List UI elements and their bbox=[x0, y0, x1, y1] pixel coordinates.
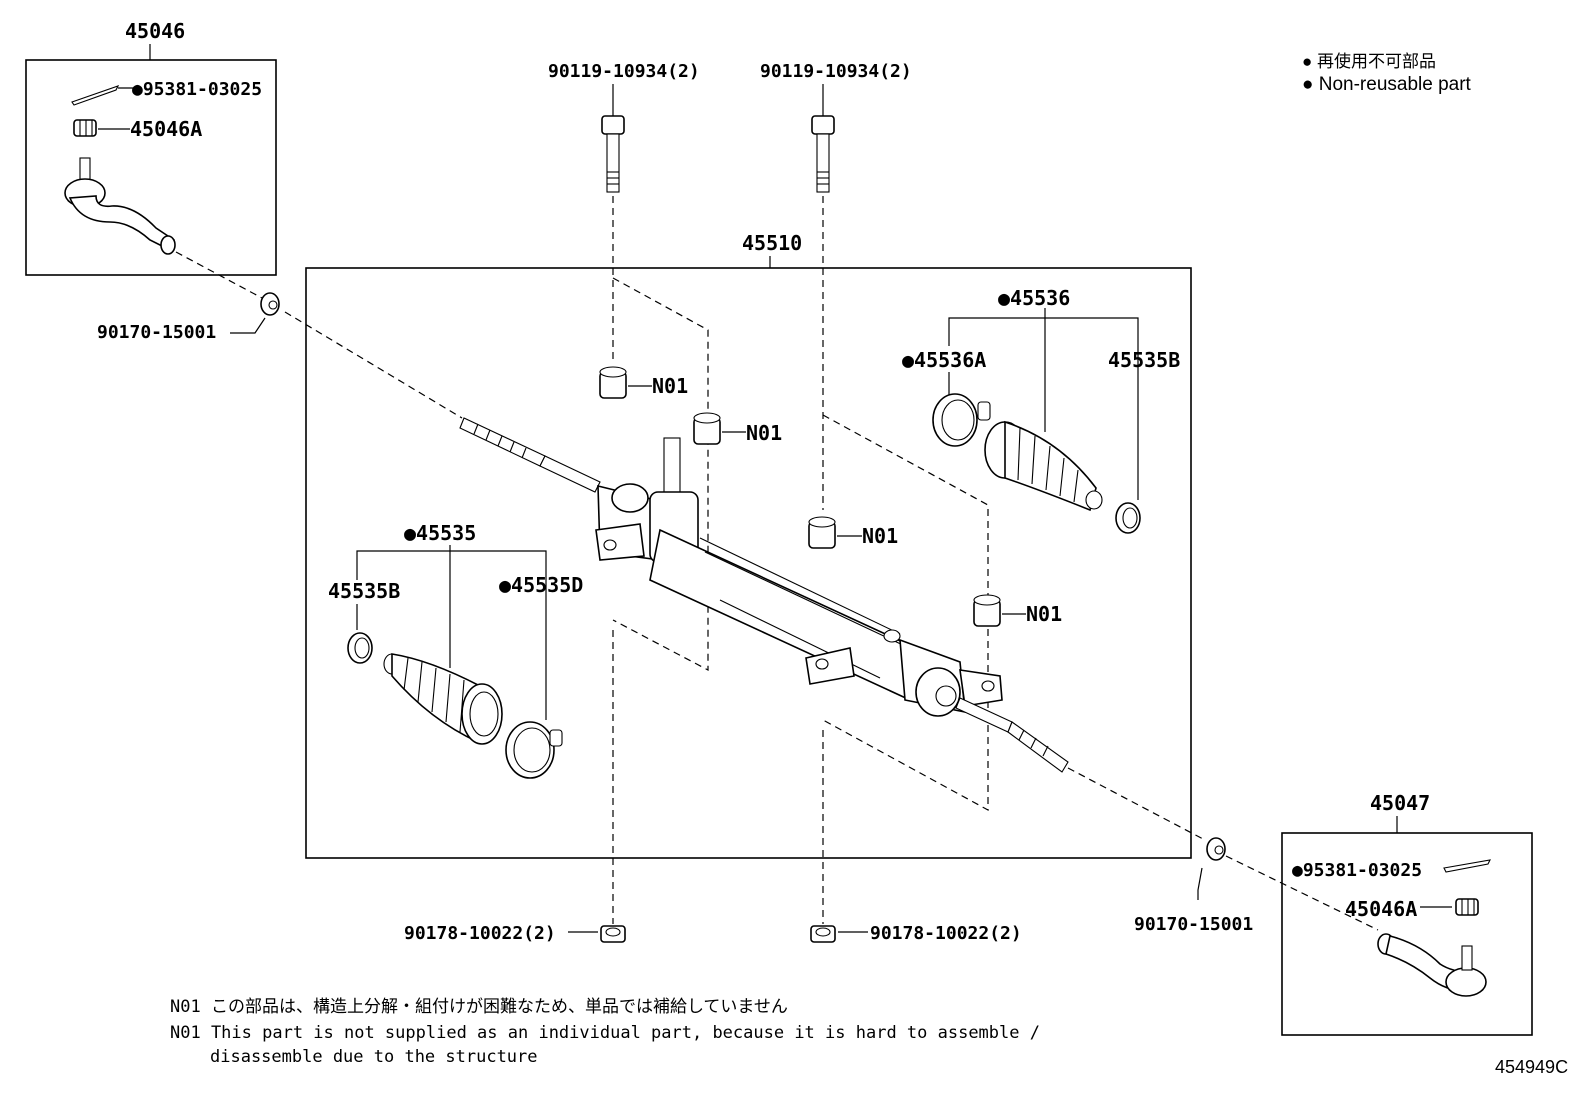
label-n01-d: N01 bbox=[1026, 602, 1062, 626]
label-nut-left: 90178-10022(2) bbox=[404, 923, 556, 944]
diagram-id: 454949C bbox=[1495, 1057, 1568, 1077]
label-45046: 45046 bbox=[125, 19, 185, 43]
note-jp: N01 この部品は、構造上分解・組付けが困難なため、単品では補給していません bbox=[170, 997, 788, 1017]
boot-left-icon bbox=[383, 653, 503, 745]
legend-en: ● Non-reusable part bbox=[1302, 74, 1472, 95]
box-45510 bbox=[305, 267, 1192, 859]
label-45046A-right: 45046A bbox=[1345, 897, 1417, 921]
label-95381-right: ●95381-03025 bbox=[1292, 860, 1422, 881]
legend-jp: ● 再使用不可部品 bbox=[1302, 51, 1436, 71]
clamp-45536A-icon bbox=[932, 393, 991, 447]
boot-right-icon bbox=[984, 420, 1103, 512]
label-45535B-right: 45535B bbox=[1108, 348, 1180, 372]
collar-left-icon bbox=[260, 292, 280, 316]
clamp-45535B-right-icon bbox=[1115, 502, 1141, 534]
bolt-left-icon bbox=[601, 115, 625, 193]
steering-rack-icon bbox=[459, 417, 1069, 773]
label-45535: ●45535 bbox=[404, 521, 476, 545]
label-45047: 45047 bbox=[1370, 791, 1430, 815]
bushing-n01-d-icon bbox=[973, 594, 1001, 627]
label-45046A-left: 45046A bbox=[130, 117, 202, 141]
bushing-n01-b-icon bbox=[693, 412, 721, 445]
box-45047 bbox=[1281, 832, 1533, 1036]
label-n01-a: N01 bbox=[652, 374, 688, 398]
castle-nut-icon bbox=[73, 119, 97, 137]
bushing-n01-a-icon bbox=[599, 366, 627, 399]
bushing-n01-c-icon bbox=[808, 516, 836, 549]
label-95381-left: ●95381-03025 bbox=[132, 79, 262, 100]
label-nut-right: 90178-10022(2) bbox=[870, 923, 1022, 944]
label-90170-right: 90170-15001 bbox=[1134, 914, 1253, 935]
label-45536A: ●45536A bbox=[902, 348, 986, 372]
label-45536: ●45536 bbox=[998, 286, 1070, 310]
label-90170-left: 90170-15001 bbox=[97, 322, 216, 343]
tie-rod-end-right-icon bbox=[1377, 933, 1487, 997]
label-n01-c: N01 bbox=[862, 524, 898, 548]
tie-rod-end-left-icon bbox=[64, 157, 176, 255]
label-45510: 45510 bbox=[742, 231, 802, 255]
cotter-pin-right-icon bbox=[1443, 859, 1491, 873]
box-45046 bbox=[25, 59, 277, 276]
label-45535D: ●45535D bbox=[499, 573, 583, 597]
clamp-45535D-icon bbox=[505, 721, 563, 779]
cotter-pin-icon bbox=[71, 85, 136, 106]
label-45535B-left: 45535B bbox=[328, 579, 400, 603]
label-n01-b: N01 bbox=[746, 421, 782, 445]
clamp-45535B-left-icon bbox=[347, 632, 373, 664]
castle-nut-right-icon bbox=[1455, 898, 1479, 916]
nut-left-icon bbox=[600, 925, 626, 943]
collar-right-icon bbox=[1206, 837, 1226, 861]
nut-right-icon bbox=[810, 925, 836, 943]
label-bolt-right: 90119-10934(2) bbox=[760, 61, 912, 82]
label-bolt-left: 90119-10934(2) bbox=[548, 61, 700, 82]
note-en-line2: disassemble due to the structure bbox=[210, 1047, 538, 1067]
note-en-line1: N01 This part is not supplied as an indi… bbox=[170, 1023, 1040, 1043]
bolt-right-icon bbox=[811, 115, 835, 193]
